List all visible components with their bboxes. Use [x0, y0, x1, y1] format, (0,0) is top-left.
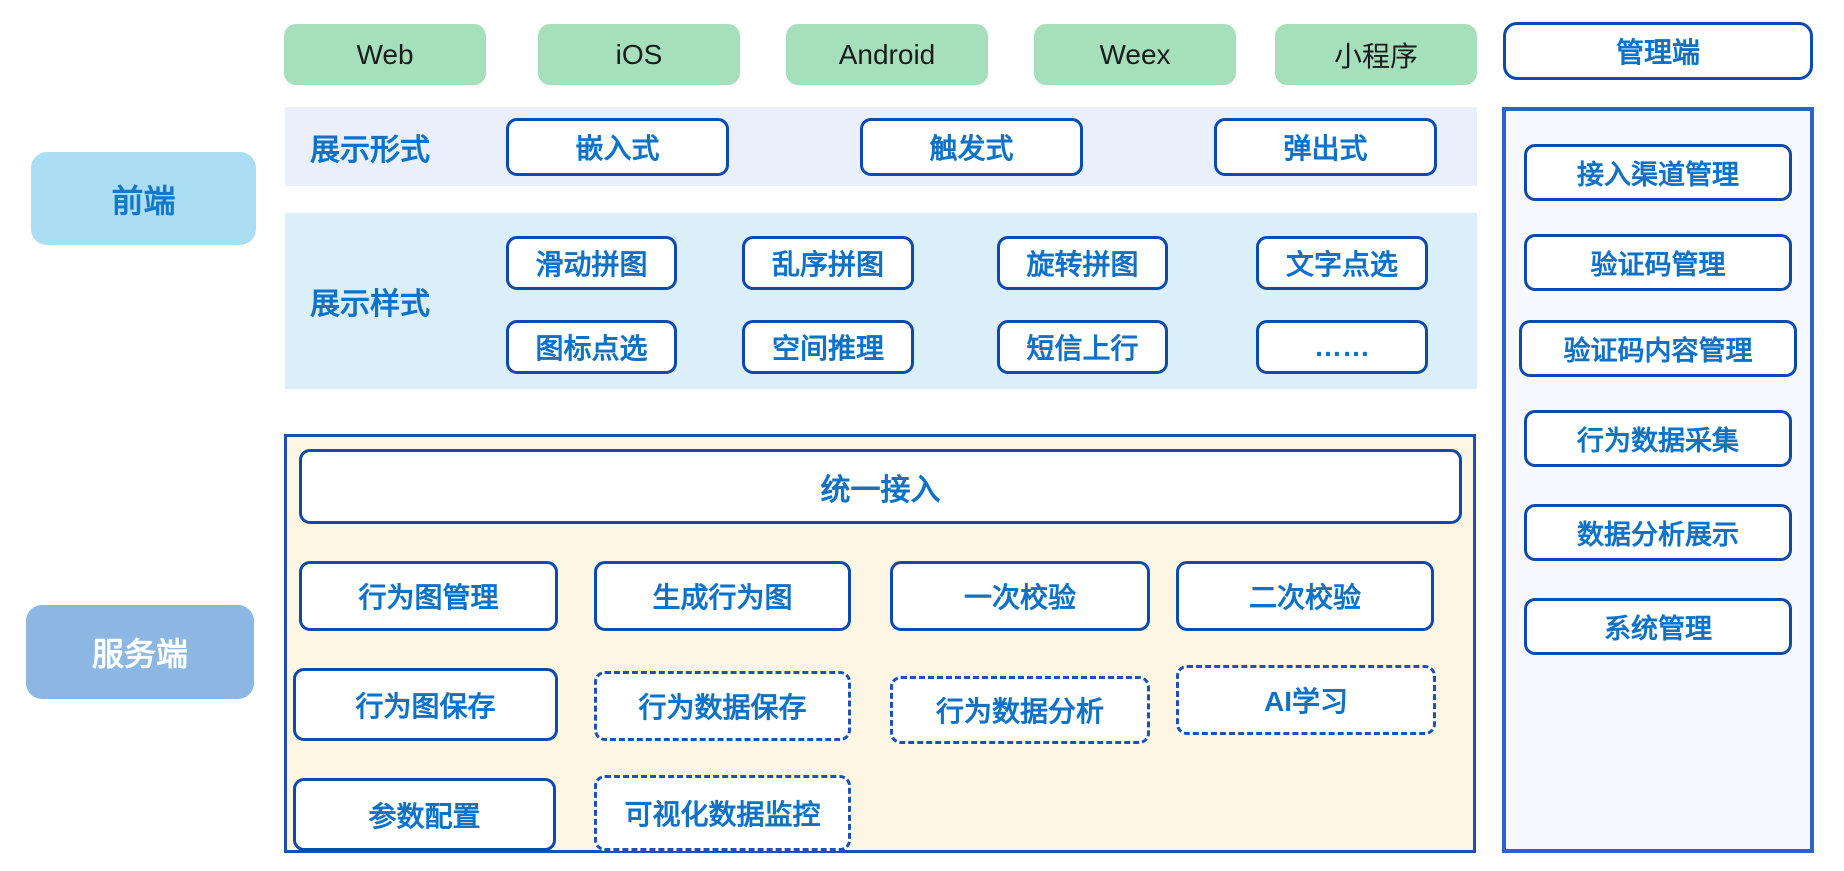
admin-node-captcha-content-mgmt: 验证码内容管理 — [1519, 320, 1797, 377]
server-node-first-verification: 一次校验 — [890, 561, 1150, 631]
server-node-behavior-graph-save: 行为图保存 — [293, 668, 558, 741]
server-node-generate-behavior-graph: 生成行为图 — [594, 561, 851, 631]
front-end-label: 前端 — [31, 152, 256, 245]
style-node-sms-uplink: 短信上行 — [997, 320, 1168, 374]
style-node-rotate-puzzle: 旋转拼图 — [997, 236, 1168, 290]
admin-node-system-mgmt: 系统管理 — [1524, 598, 1792, 655]
server-node-parameter-config: 参数配置 — [293, 778, 556, 851]
server-node-behavior-data-analysis: 行为数据分析 — [890, 676, 1150, 744]
platform-chip-weex: Weex — [1034, 24, 1236, 85]
platform-chip-ios: iOS — [538, 24, 740, 85]
style-node-spatial-reasoning: 空间推理 — [742, 320, 914, 374]
style-node-ellipsis: …… — [1256, 320, 1428, 374]
server-node-unified-access: 统一接入 — [299, 449, 1462, 524]
platform-chip-miniprogram: 小程序 — [1275, 24, 1477, 85]
server-end-label: 服务端 — [26, 605, 254, 699]
admin-node-captcha-mgmt: 验证码管理 — [1524, 234, 1792, 291]
platform-chip-android: Android — [786, 24, 988, 85]
server-node-second-verification: 二次校验 — [1176, 561, 1434, 631]
admin-node-data-analysis-display: 数据分析展示 — [1524, 504, 1792, 561]
server-node-behavior-data-save: 行为数据保存 — [594, 671, 851, 741]
server-node-visual-data-monitor: 可视化数据监控 — [594, 775, 851, 851]
style-node-text-click: 文字点选 — [1256, 236, 1428, 290]
admin-node-behavior-data-collect: 行为数据采集 — [1524, 410, 1792, 467]
display-form-band-label: 展示形式 — [310, 133, 430, 167]
style-node-icon-click: 图标点选 — [506, 320, 677, 374]
display-form-node-embedded: 嵌入式 — [506, 118, 729, 176]
display-style-band-label: 展示样式 — [310, 288, 430, 321]
style-node-slide-puzzle: 滑动拼图 — [506, 236, 677, 290]
display-form-node-triggered: 触发式 — [860, 118, 1083, 176]
admin-node-access-channel-mgmt: 接入渠道管理 — [1524, 144, 1792, 201]
style-node-shuffle-puzzle: 乱序拼图 — [742, 236, 914, 290]
server-node-ai-learning: AI学习 — [1176, 665, 1436, 735]
display-form-node-popup: 弹出式 — [1214, 118, 1437, 176]
platform-chip-web: Web — [284, 24, 486, 85]
admin-title-node: 管理端 — [1503, 22, 1813, 80]
server-node-behavior-graph-mgmt: 行为图管理 — [299, 561, 558, 631]
admin-panel: 接入渠道管理 验证码管理 验证码内容管理 行为数据采集 数据分析展示 系统管理 — [1502, 107, 1814, 853]
